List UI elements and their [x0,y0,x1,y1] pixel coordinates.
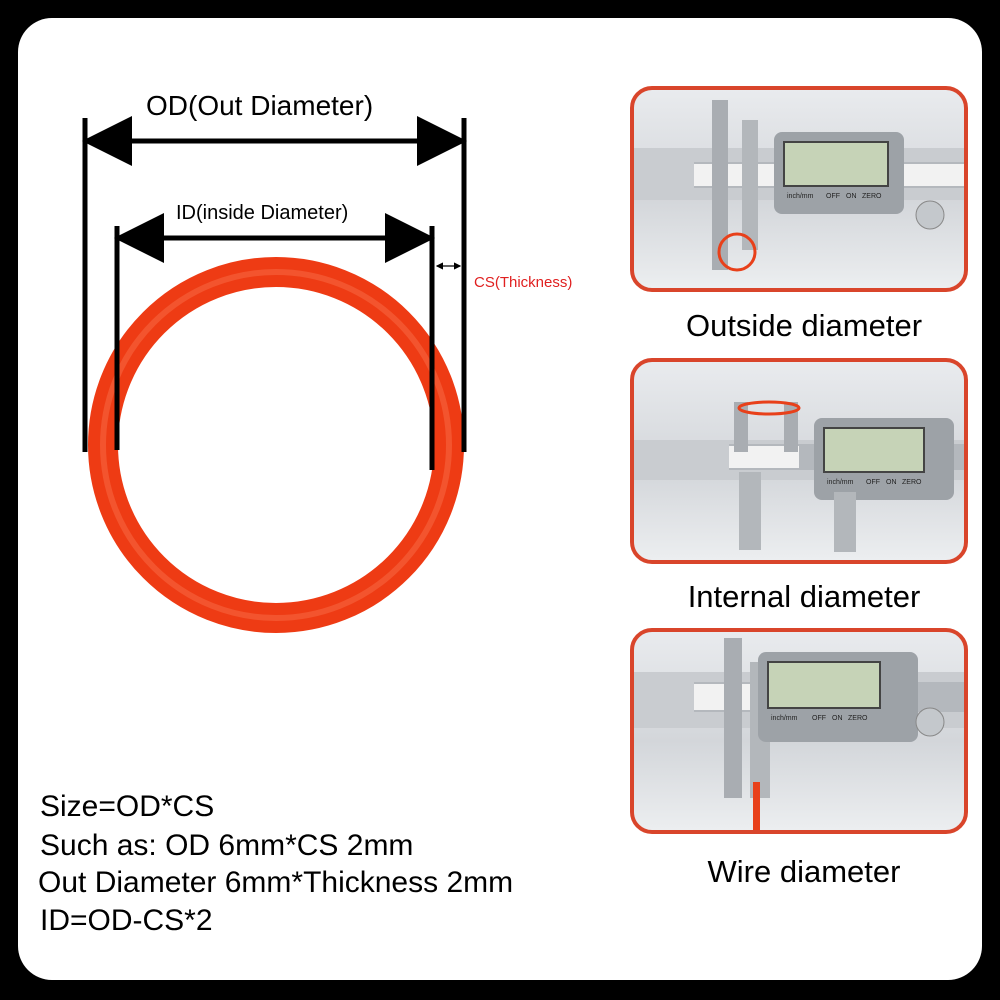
wire-diameter-photo: inch/mm OFF ON ZERO [630,628,968,834]
o-ring-small [737,400,801,416]
readout-label-off: OFF [812,715,826,722]
readout-label-inch-mm: inch/mm [771,715,798,722]
product-card: OD(Out Diameter) ID(inside Diameter) CS(… [18,18,982,980]
readout-label-off: OFF [866,479,880,486]
readout-label-zero: ZERO [848,715,868,722]
caption-wire-diameter: Wire diameter [707,854,901,889]
o-ring-diagram [82,116,467,633]
o-ring-highlight [100,269,452,621]
readout-label-inch-mm: inch/mm [827,479,854,486]
outside-diameter-photo: inch/mm OFF ON ZERO [630,86,968,292]
o-ring-wire [753,782,760,830]
o-ring-small [717,232,757,272]
internal-diameter-photo: inch/mm OFF ON ZERO [630,358,968,564]
readout-label-zero: ZERO [902,479,922,486]
od-label: OD(Out Diameter) [146,90,374,121]
id-label: ID(inside Diameter) [176,202,349,224]
caption-outside-diameter: Outside diameter [685,308,923,343]
formula-example-long: Out Diameter 6mm*Thickness 2mm [38,866,514,899]
readout-label-inch-mm: inch/mm [787,193,814,200]
readout-label-zero: ZERO [862,193,882,200]
caliper-image: inch/mm OFF ON ZERO [634,638,964,830]
readout-label-off: OFF [826,193,840,200]
formula-size: Size=OD*CS [40,790,215,823]
readout-label-on: ON [886,479,897,486]
cs-label: CS(Thickness) [474,274,573,291]
readout-label-on: ON [846,193,857,200]
readout-label-on: ON [832,715,843,722]
caliper-image: inch/mm OFF ON ZERO [634,400,964,552]
caliper-image: inch/mm OFF ON ZERO [634,100,964,272]
caption-internal-diameter: Internal diameter [687,579,921,614]
formula-example: Such as: OD 6mm*CS 2mm [40,829,414,862]
formula-id: ID=OD-CS*2 [40,904,213,937]
